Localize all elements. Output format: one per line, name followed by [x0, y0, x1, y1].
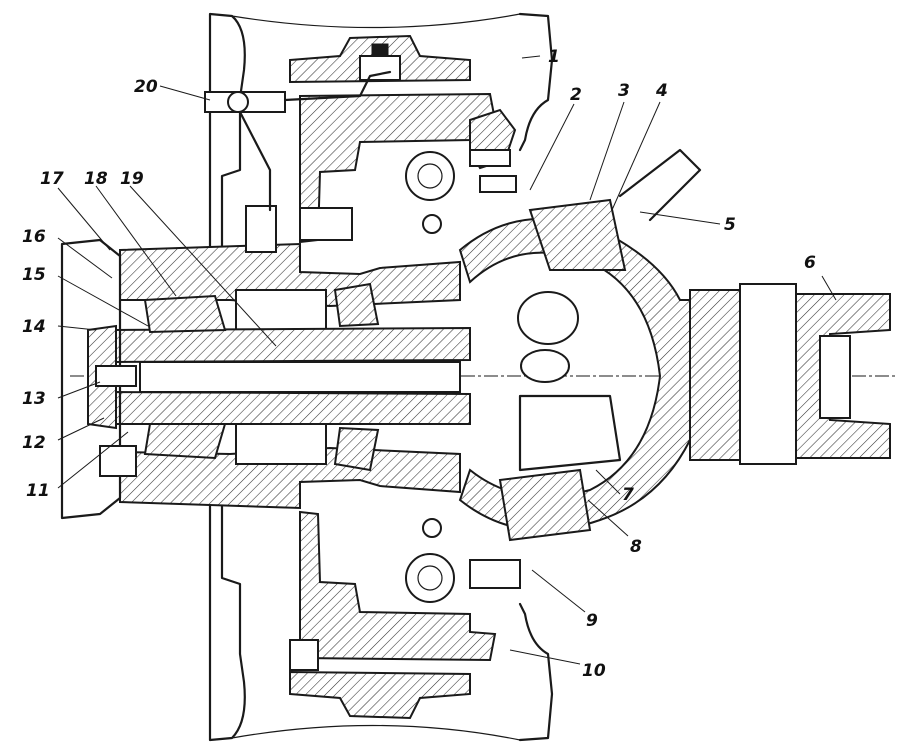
callout-12: 12	[22, 433, 46, 453]
callout-6: 6	[804, 253, 816, 273]
callout-3: 3	[618, 81, 630, 101]
callout-4: 4	[655, 81, 668, 101]
callout-7: 7	[622, 485, 634, 505]
callout-9: 9	[586, 611, 598, 631]
callout-2: 2	[570, 85, 582, 105]
callout-8: 8	[630, 537, 642, 557]
leader-lines	[57, 55, 837, 665]
callout-labels: 1 2 3 4 5 6 7 8 9 10 11 12 13 14 15 16 1…	[22, 47, 816, 681]
final-drive-housing	[458, 148, 702, 542]
callout-14: 14	[22, 317, 46, 337]
callout-10: 10	[582, 661, 606, 681]
axle-shaft	[114, 326, 471, 425]
callout-13: 13	[22, 389, 46, 409]
wheel-rim	[208, 12, 554, 742]
callout-15: 15	[22, 265, 46, 285]
callout-1: 1	[548, 47, 560, 67]
bearings	[143, 282, 380, 472]
callout-16: 16	[22, 227, 46, 247]
callout-18: 18	[84, 169, 108, 189]
hub-cap	[60, 238, 137, 520]
callout-19: 19	[120, 169, 144, 189]
callout-17: 17	[40, 169, 64, 189]
lower-housing	[289, 510, 497, 720]
fittings	[99, 70, 521, 589]
output-flange	[689, 283, 891, 465]
callout-11: 11	[26, 481, 50, 501]
callout-5: 5	[724, 215, 736, 235]
callout-20: 20	[134, 77, 158, 97]
